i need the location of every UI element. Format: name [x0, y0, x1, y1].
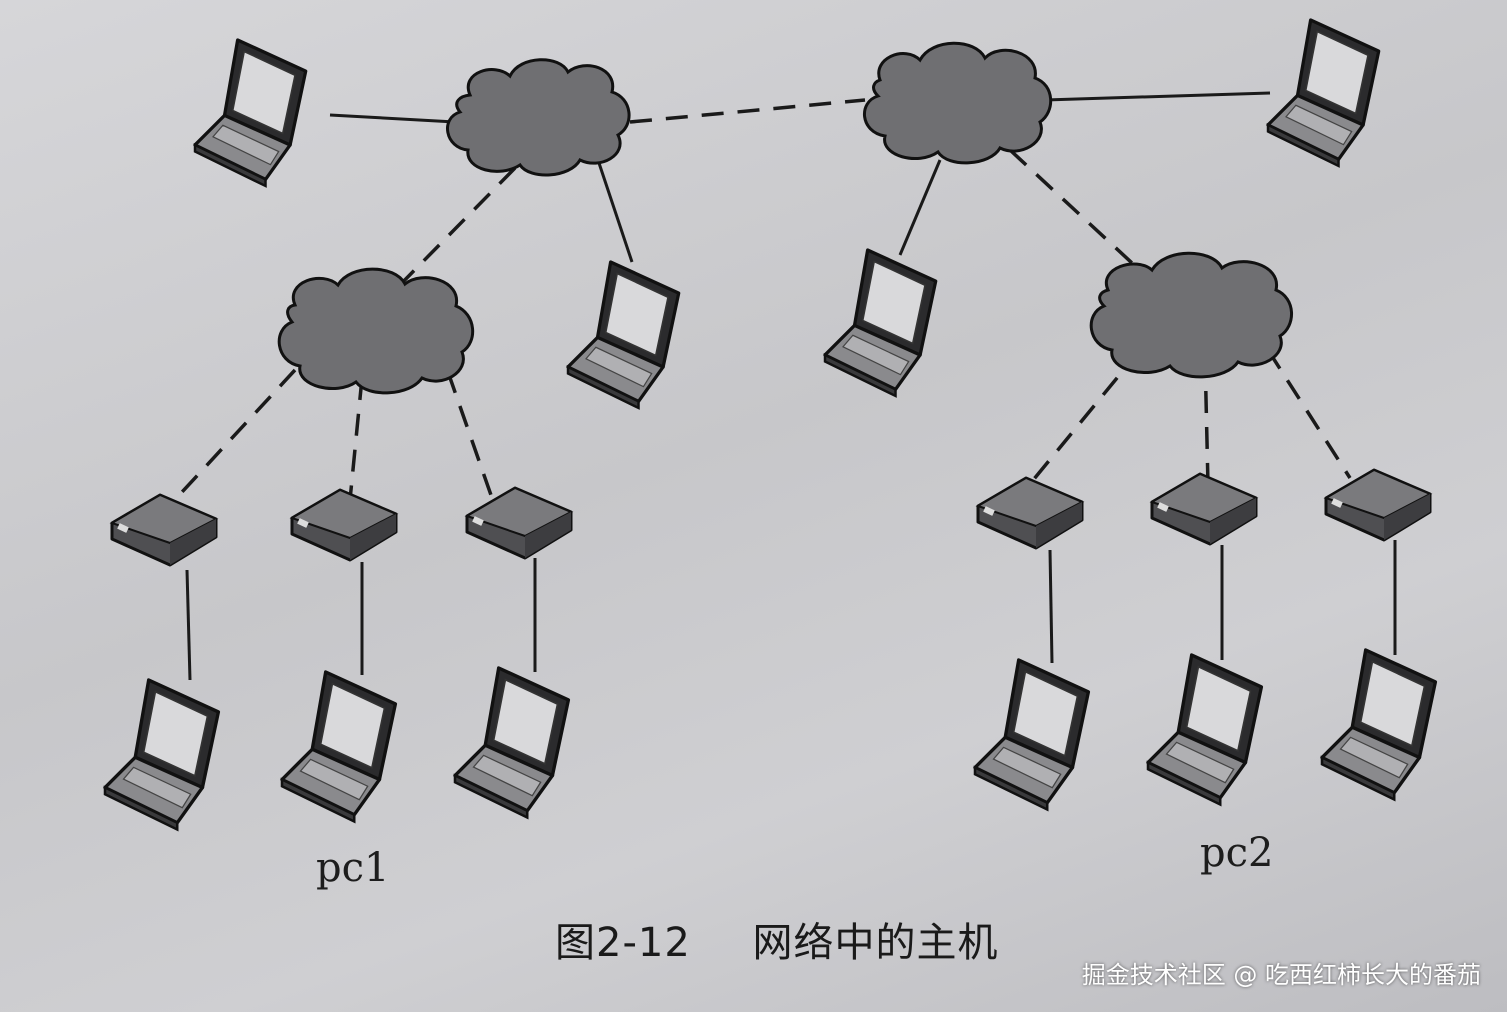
laptop-icon — [103, 678, 221, 832]
router-icon — [1150, 472, 1258, 546]
laptop-icon — [1146, 653, 1264, 807]
laptop-icon — [823, 248, 938, 398]
laptop-icon — [1320, 648, 1438, 802]
watermark: 掘金技术社区 @ 吃西红柿长大的番茄 — [1081, 961, 1481, 989]
figure-caption: 图2-12 网络中的主机 — [555, 910, 999, 968]
cloud-icon — [862, 41, 1053, 165]
pc1-label: pc1 — [316, 845, 390, 891]
router-icon — [110, 493, 218, 567]
laptop-icon — [280, 670, 398, 824]
router-icon — [1324, 468, 1432, 542]
cloud-icon — [1089, 251, 1293, 379]
laptop-icon — [973, 658, 1091, 812]
cloud-icon — [277, 267, 475, 395]
caption-number: 图2-12 — [555, 920, 691, 966]
router-icon — [976, 476, 1084, 550]
solid-links — [185, 91, 1397, 681]
laptop-icon — [453, 666, 571, 820]
laptop-icon — [193, 38, 308, 188]
dashed-links — [168, 98, 1352, 507]
caption-title: 网络中的主机 — [752, 920, 999, 966]
laptop-icon — [566, 260, 681, 410]
pc2-label: pc2 — [1200, 830, 1274, 876]
laptop-icon — [1266, 18, 1381, 168]
cloud-icon — [446, 58, 631, 177]
router-icon — [290, 488, 398, 562]
router-icon — [465, 486, 573, 560]
